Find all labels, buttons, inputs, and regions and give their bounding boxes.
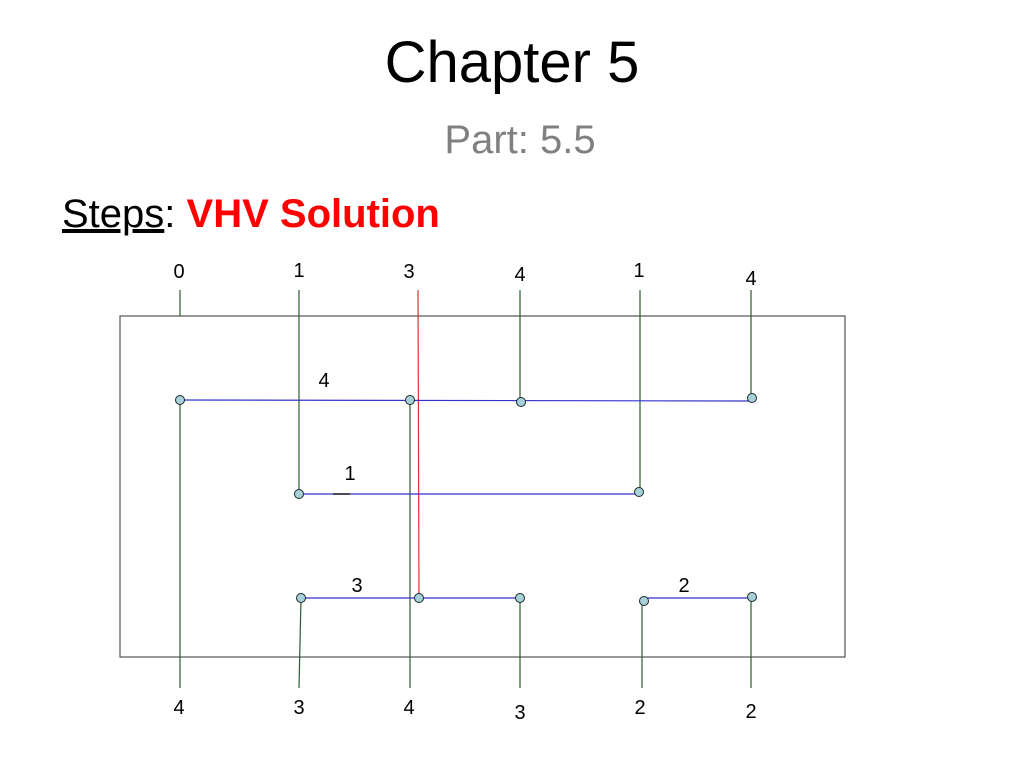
via	[634, 487, 644, 497]
top-pin-label: 1	[633, 260, 644, 282]
vertical-wire-col1-bottom	[298, 597, 302, 689]
top-pin-label: 0	[173, 261, 184, 283]
via	[639, 596, 649, 606]
net-label: 1	[344, 463, 355, 485]
top-pin-label: 1	[293, 260, 304, 282]
steps-colon: :	[164, 192, 176, 236]
via	[175, 395, 185, 405]
bottom-pin-label: 2	[745, 701, 756, 723]
net-label: 2	[678, 575, 689, 597]
horizontal-wires	[179, 399, 752, 599]
via	[296, 593, 306, 603]
top-pin-label: 3	[403, 261, 414, 283]
top-pin-label: 4	[745, 268, 756, 290]
steps-solution: VHV Solution	[186, 192, 440, 236]
bottom-pin-label: 4	[403, 697, 414, 719]
via	[414, 593, 424, 603]
bottom-pin-label: 3	[514, 702, 525, 724]
net-label: 4	[318, 370, 329, 392]
top-pin-label: 4	[514, 264, 525, 286]
via	[516, 397, 526, 407]
via	[747, 393, 757, 403]
via	[405, 395, 415, 405]
bottom-pin-label: 3	[293, 697, 304, 719]
steps-heading: Steps: VHV Solution	[62, 188, 440, 240]
channel-boundary	[119, 315, 846, 658]
bottom-pin-label: 4	[173, 697, 184, 719]
vertical-wires	[179, 290, 752, 689]
net-label: 3	[351, 575, 362, 597]
via	[747, 592, 757, 602]
bottom-pin-label: 2	[634, 697, 645, 719]
highlighted-vertical-wire	[417, 289, 420, 599]
slide-subtitle: Part: 5.5	[444, 118, 596, 162]
via	[515, 593, 525, 603]
vias	[175, 393, 757, 606]
slide-title: Chapter 5	[384, 30, 640, 95]
via	[294, 489, 304, 499]
horizontal-wire-net4	[179, 399, 752, 402]
steps-label: Steps	[62, 192, 165, 236]
